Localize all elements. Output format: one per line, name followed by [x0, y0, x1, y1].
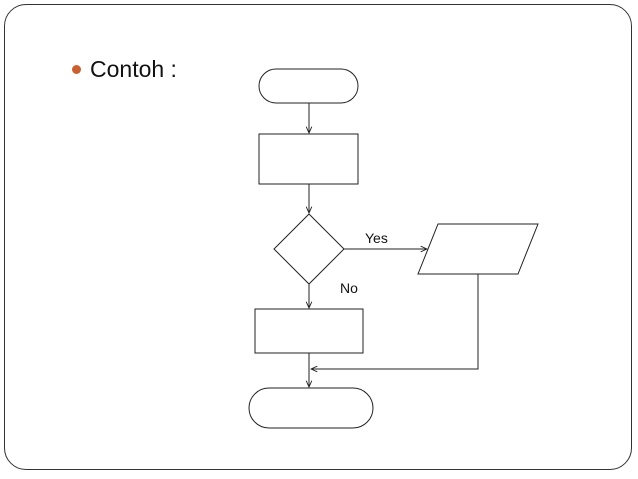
end-terminator [248, 387, 374, 429]
slide-frame [4, 4, 632, 470]
bullet-dot-icon [72, 64, 81, 74]
process-box-1 [258, 133, 359, 185]
process-box-2 [254, 308, 364, 354]
decision-diamond [273, 213, 345, 285]
start-terminator [258, 68, 359, 104]
no-label: No [340, 280, 358, 296]
bullet-item: Contoh : [72, 54, 177, 84]
yes-label: Yes [365, 230, 388, 246]
bullet-text: Contoh : [90, 55, 177, 82]
arrow-io-to-merge [311, 274, 479, 369]
io-parallelogram [417, 223, 539, 275]
